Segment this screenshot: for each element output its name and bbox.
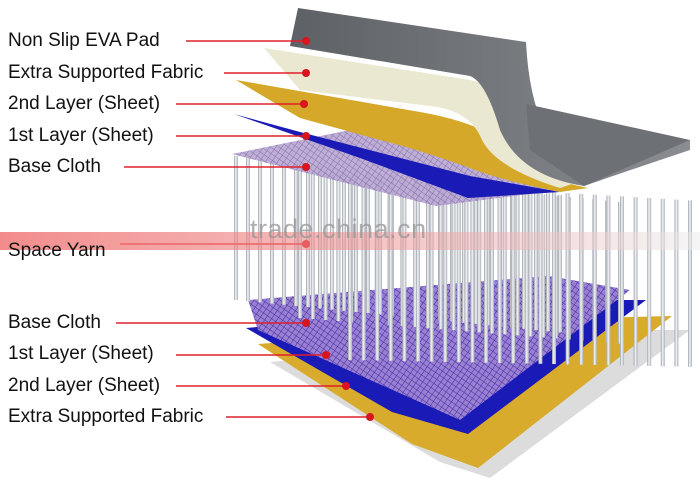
yarn-filament bbox=[348, 180, 352, 360]
leader-marker bbox=[300, 100, 308, 108]
yarn-filament bbox=[464, 186, 469, 332]
yarn-filament bbox=[620, 196, 624, 366]
yarn-filament bbox=[413, 181, 418, 328]
leader-marker bbox=[322, 351, 330, 359]
label-1st-layer-bottom: 1st Layer (Sheet) bbox=[8, 343, 154, 364]
yarn-filament bbox=[258, 158, 262, 303]
top-fabric-sheet bbox=[264, 48, 572, 188]
yarn-filament bbox=[633, 197, 638, 366]
yarn-filament bbox=[402, 183, 407, 362]
leader-marker bbox=[302, 319, 310, 327]
yarn-filament bbox=[474, 184, 478, 324]
yarn-filament bbox=[416, 184, 420, 362]
label-2nd-layer-bottom: 2nd Layer (Sheet) bbox=[8, 375, 161, 396]
yarn-filament bbox=[565, 193, 570, 365]
leader-marker bbox=[302, 37, 310, 45]
yarn-filament bbox=[674, 199, 679, 367]
label-1st-layer-top: 1st Layer (Sheet) bbox=[8, 125, 154, 146]
label-extra-supported-fabric-top: Extra Supported Fabric bbox=[8, 62, 204, 83]
yarn-filament bbox=[534, 192, 538, 330]
yarn-filament bbox=[541, 194, 546, 338]
yarn-filament bbox=[511, 189, 516, 364]
yarn-filament bbox=[524, 190, 529, 364]
yarn-filament bbox=[443, 185, 448, 362]
yarn-filament bbox=[426, 182, 430, 329]
yarn-filament bbox=[484, 188, 488, 363]
label-base-cloth-top: Base Cloth bbox=[8, 156, 101, 177]
yarn-filament bbox=[497, 189, 502, 363]
yarn-filament bbox=[456, 186, 461, 363]
yarn-filament bbox=[688, 200, 692, 367]
yarn-filament bbox=[515, 191, 520, 336]
yarn-filament bbox=[477, 187, 482, 333]
yarn-filament bbox=[388, 182, 393, 361]
yarn-filament bbox=[592, 194, 597, 365]
yarn-filament bbox=[375, 181, 380, 361]
yarn-filament bbox=[528, 193, 533, 337]
yarn-filament bbox=[558, 194, 562, 333]
yarn-filament bbox=[429, 184, 434, 362]
yarn-filament bbox=[462, 183, 466, 323]
eva-pad-surface bbox=[526, 104, 690, 186]
label-extra-supported-fabric-bottom: Extra Supported Fabric bbox=[8, 406, 204, 427]
top-eva-pad bbox=[290, 8, 690, 186]
leader-marker bbox=[302, 132, 310, 140]
leader-marker bbox=[302, 69, 310, 77]
top-yellow-sheet bbox=[236, 80, 588, 192]
label-non-slip-eva-pad: Non Slip EVA Pad bbox=[8, 30, 160, 51]
yarn-filament bbox=[490, 189, 494, 334]
yarn-filament bbox=[234, 156, 238, 300]
yarn-filament bbox=[546, 193, 550, 332]
label-2nd-layer-top: 2nd Layer (Sheet) bbox=[8, 93, 161, 114]
label-space-yarn: Space Yarn bbox=[8, 240, 106, 261]
yarn-filament bbox=[660, 198, 665, 367]
yarn-filament bbox=[502, 190, 507, 335]
label-base-cloth-bottom: Base Cloth bbox=[8, 312, 101, 333]
top-blue-sheet bbox=[234, 114, 560, 198]
leader-marker bbox=[366, 413, 374, 421]
leader-marker bbox=[302, 163, 310, 171]
leader-marker bbox=[342, 382, 350, 390]
yarn-filament bbox=[246, 157, 250, 302]
yarn-filament bbox=[451, 185, 456, 331]
yarn-filament bbox=[522, 190, 526, 329]
yarn-filament bbox=[438, 184, 443, 330]
yarn-filament bbox=[579, 193, 584, 365]
yarn-filament bbox=[270, 160, 274, 304]
yarn-filament bbox=[538, 191, 543, 364]
yarn-filament bbox=[361, 180, 366, 361]
yarn-filament bbox=[470, 187, 475, 363]
yarn-filament bbox=[606, 195, 611, 366]
watermark-text: trade.china.cn bbox=[250, 214, 427, 244]
yarn-filament bbox=[552, 192, 556, 364]
yarn-filament bbox=[647, 198, 652, 366]
watermark-band bbox=[0, 232, 700, 250]
